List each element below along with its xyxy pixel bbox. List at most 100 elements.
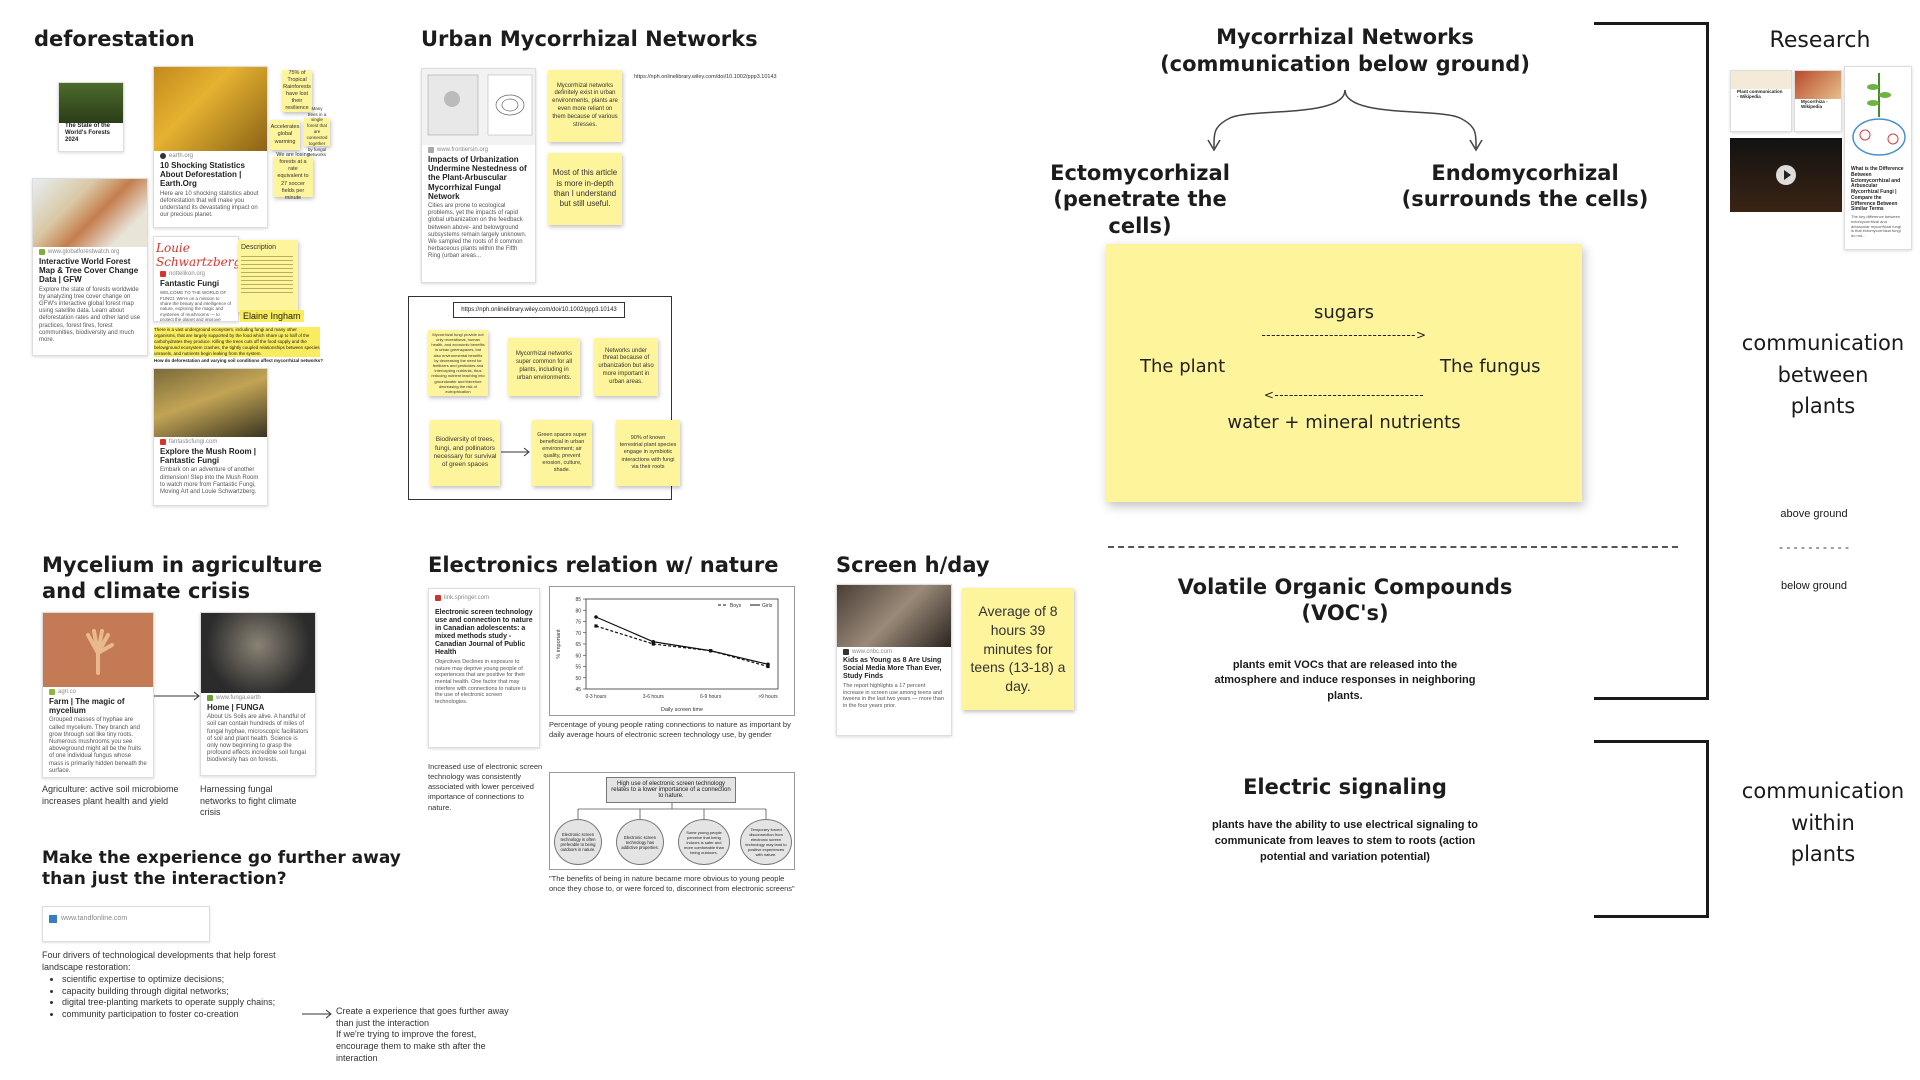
endo-label: Endomycorhizal (surrounds the cells): [1400, 160, 1650, 213]
card-title: Kids as Young as 8 Are Using Social Medi…: [843, 657, 942, 681]
card-title: Fantastic Fungi: [160, 279, 220, 288]
diagram-top-box: High use of electronic screen technology…: [606, 777, 736, 803]
earth-org-card[interactable]: earth.org 10 Shocking Statistics About D…: [153, 66, 268, 228]
mycorrhizal-subtitle-line: (communication below ground): [1160, 52, 1530, 77]
mycelium-heading: Mycelium in agriculture and climate cris…: [42, 552, 322, 605]
frame-url[interactable]: https://nph.onlinelibrary.wiley.com/doi/…: [453, 302, 625, 318]
card-title: 10 Shocking Statistics About Deforestati…: [160, 161, 245, 189]
sticky-note[interactable]: Mycorrhizal networks definitely exist in…: [548, 70, 622, 142]
sticky-note[interactable]: Many trees in a single forest that are c…: [304, 106, 330, 157]
ground-dashes: - - - - - - - - - -: [1779, 540, 1849, 554]
description-note[interactable]: Description: [238, 240, 298, 312]
research-card-2[interactable]: Mycorrhiza - Wikipedia: [1794, 70, 1842, 132]
y-tick-label: 65: [575, 642, 581, 648]
y-tick-label: 70: [575, 631, 581, 637]
within-line: plants: [1790, 842, 1856, 866]
sticky-note[interactable]: Green spaces super beneficial in urban e…: [532, 420, 592, 486]
sticky-note[interactable]: Networks under threat because of urbaniz…: [594, 338, 658, 396]
sticky-note[interactable]: Biodiversity of trees, fungi, and pollin…: [430, 420, 500, 486]
within-label: communication within plants: [1730, 776, 1916, 871]
sticky-note[interactable]: Mycorrhizal fungi provide not only recre…: [428, 330, 488, 396]
research-question: How do deforestation and varying soil co…: [154, 358, 324, 363]
springer-card[interactable]: link.springer.com Electronic screen tech…: [428, 588, 540, 748]
legend-label: Boys: [730, 603, 742, 609]
cnbc-card[interactable]: www.cnbc.com Kids as Young as 8 Are Usin…: [836, 584, 952, 736]
article-url[interactable]: https://nph.onlinelibrary.wiley.com/doi/…: [634, 74, 777, 80]
voc-title-line: Volatile Organic Compounds: [1177, 575, 1513, 599]
diagram-image: [1845, 67, 1911, 167]
urban-heading: Urban Mycorrhizal Networks: [421, 27, 758, 51]
video-thumbnail[interactable]: [1730, 138, 1842, 212]
deforestation-heading: deforestation: [34, 27, 195, 51]
research-card-3[interactable]: What is the Difference Between Ectomycor…: [1844, 66, 1912, 250]
card-image: [1731, 71, 1791, 89]
forest-report-card[interactable]: The State of the World's Forests 2024: [58, 82, 124, 152]
y-axis-label: % important: [556, 629, 562, 659]
card-desc: Here are 10 shocking statistics about de…: [160, 190, 259, 219]
heading-line: Make the experience go further away: [42, 848, 401, 868]
reason-circle: Some young people perceive that being in…: [678, 819, 730, 865]
card-title: Home | FUNGA: [207, 703, 265, 712]
source-icon: [160, 439, 166, 445]
between-bracket: [1594, 22, 1709, 700]
fantastic-fungi-card[interactable]: Louie Schwartzberg nottelikon.org Fantas…: [153, 236, 239, 322]
reasons-diagram: High use of electronic screen technology…: [549, 772, 795, 870]
card-source: agri.co: [58, 689, 77, 695]
legend-label: Girls: [762, 603, 773, 609]
drivers-intro: Four drivers of technological developmen…: [42, 950, 276, 972]
arrow-right-text: -------------------------------->: [1261, 328, 1427, 342]
arrow-connector: [302, 1009, 332, 1019]
x-axis-label: Daily screen time: [661, 707, 703, 713]
below-ground-label: below ground: [1780, 580, 1848, 592]
drivers-list: scientific expertise to optimize decisio…: [44, 974, 342, 1021]
card-title: Electronic screen technology use and con…: [435, 609, 533, 657]
hand-graphic: [86, 629, 114, 675]
sticky-note[interactable]: Most of this article is more in-depth th…: [548, 153, 622, 225]
urban-paper-card[interactable]: www.frontiersin.org Impacts of Urbanizat…: [421, 68, 536, 283]
between-label: communication between plants: [1730, 328, 1916, 423]
mycelium-hand-image: [43, 613, 153, 687]
climate-caption: Harnessing fungal networks to fight clim…: [200, 784, 297, 818]
sticky-note[interactable]: Accelerates global warming: [270, 120, 300, 150]
source-icon: [49, 689, 55, 695]
sticky-note[interactable]: We are losing forests at a rate equivale…: [273, 152, 313, 201]
idea-line: interaction: [336, 1052, 378, 1063]
fungus-label: The fungus: [1440, 356, 1541, 377]
funga-card[interactable]: www.funga.earth Home | FUNGA About Us So…: [200, 612, 316, 776]
card-source: www.funga.earth: [216, 695, 261, 701]
tandf-link-card[interactable]: www.tandfonline.com: [42, 906, 210, 942]
mush-room-card[interactable]: fantasticfungi.com Explore the Mush Room…: [153, 368, 268, 506]
data-point: [766, 662, 770, 667]
sticky-note[interactable]: Mycorrhizal networks super common for al…: [508, 338, 580, 396]
screen-time-note[interactable]: Average of 8 hours 39 minutes for teens …: [962, 588, 1074, 710]
card-source: www.cnbc.com: [852, 649, 893, 655]
gfw-card[interactable]: www.globalforestwatch.org Interactive Wo…: [32, 178, 148, 356]
link-text: www.tandfonline.com: [61, 915, 128, 922]
within-line: communication: [1741, 779, 1905, 803]
data-point: [594, 615, 598, 619]
sticky-note[interactable]: 75% of Tropical Rainforests have lost th…: [282, 69, 312, 112]
map-figure: [422, 69, 535, 145]
mushroom-image: [154, 369, 267, 437]
arrow-connector: [154, 691, 200, 701]
research-heading: Research: [1769, 28, 1871, 53]
voc-subtitle-line: (VOC's): [1301, 601, 1389, 626]
water-label: water + mineral nutrients: [1227, 412, 1461, 433]
y-tick-label: 60: [575, 653, 581, 659]
source-icon: [39, 249, 45, 255]
mycorrhizal-title: Mycorrhizal Networks (communication belo…: [1130, 24, 1560, 79]
research-card-1[interactable]: Plant communication - Wikipedia: [1730, 70, 1792, 132]
play-icon[interactable]: [1776, 165, 1796, 185]
farm-card[interactable]: agri.co Farm | The magic of mycelium Gro…: [42, 612, 154, 778]
kids-image: [837, 585, 951, 647]
idea-text: Create a experience that goes further aw…: [336, 1006, 546, 1064]
sticky-note[interactable]: 90% of known terrestrial plant species e…: [616, 420, 680, 486]
y-tick-label: 85: [575, 597, 581, 603]
y-tick-label: 45: [575, 687, 581, 693]
electric-title: Electric signaling: [1243, 775, 1447, 799]
idea-line: If we're trying to improve the forest,: [336, 1029, 477, 1040]
highlighted-quote: There is a vast underground ecosystem, i…: [154, 327, 320, 358]
exchange-note[interactable]: sugars -------------------------------->…: [1106, 244, 1582, 502]
data-point: [766, 664, 770, 669]
